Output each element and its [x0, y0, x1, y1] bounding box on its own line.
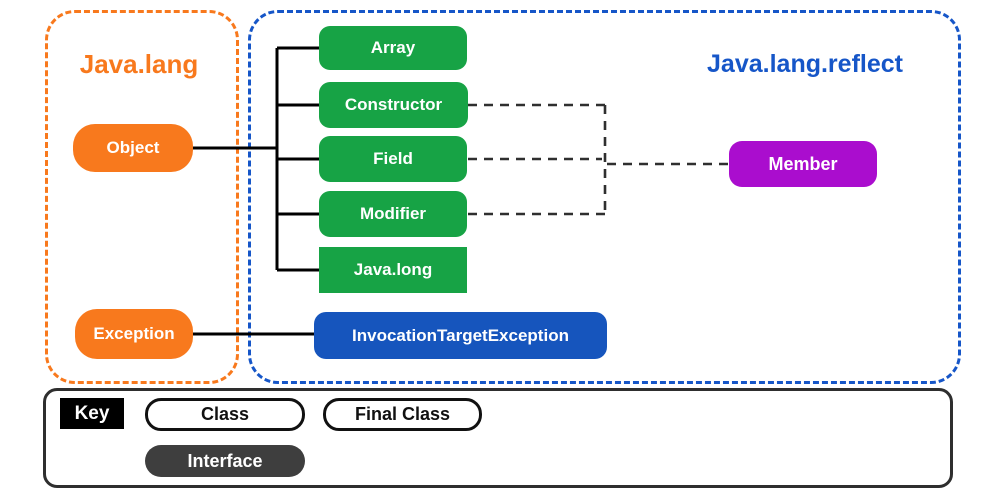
node-modifier: Modifier	[319, 191, 467, 237]
key-item-interface: Interface	[145, 445, 305, 477]
node-array: Array	[319, 26, 467, 70]
package-java-lang-container	[45, 10, 239, 384]
node-java-long: Java.long	[319, 247, 467, 293]
node-constructor: Constructor	[319, 82, 468, 128]
package-title-java-lang-reflect: Java.lang.reflect	[707, 49, 903, 78]
key-item-final-class: Final Class	[323, 398, 482, 431]
node-member: Member	[729, 141, 877, 187]
key-item-class: Class	[145, 398, 305, 431]
node-field: Field	[319, 136, 467, 182]
node-invocation-target-exception: InvocationTargetException	[314, 312, 607, 359]
package-java-lang-reflect-container	[248, 10, 961, 384]
package-title-java-lang: Java.lang	[79, 48, 199, 79]
node-exception: Exception	[75, 309, 193, 359]
key-title: Key	[60, 398, 124, 429]
node-object: Object	[73, 124, 193, 172]
